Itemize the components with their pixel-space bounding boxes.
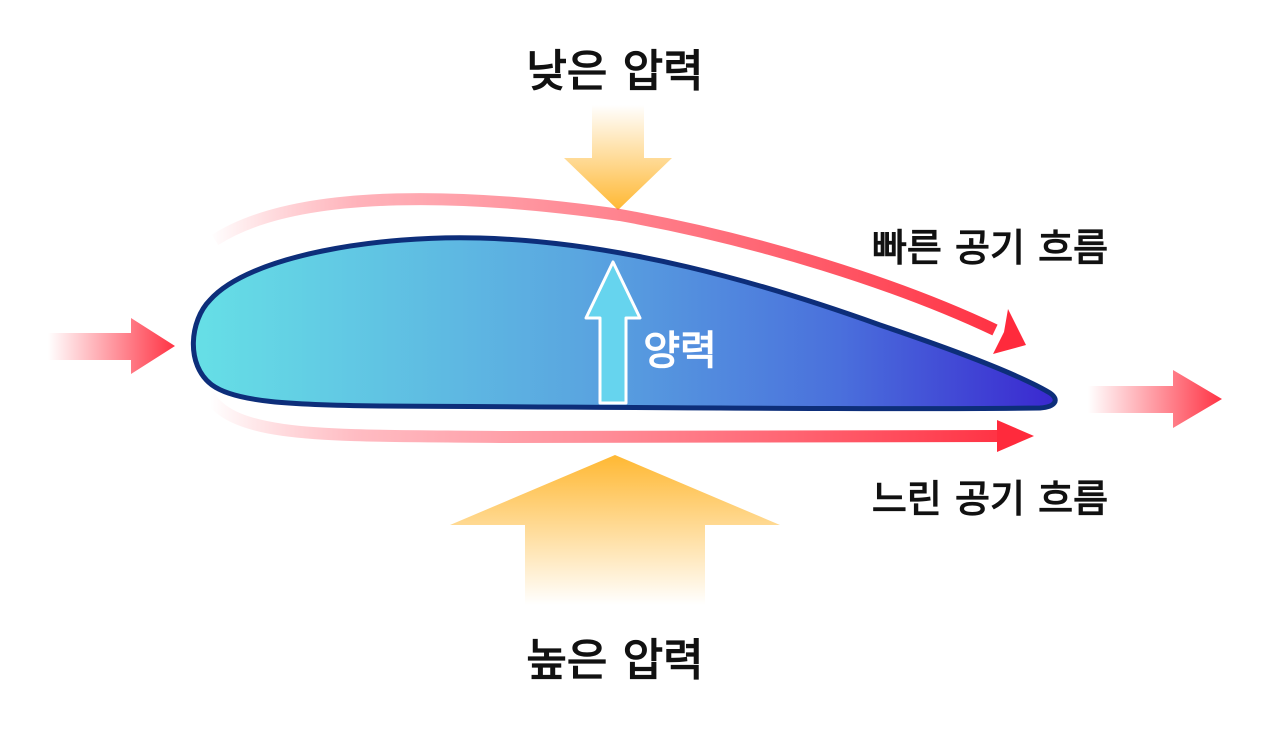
fast-airflow-label: 빠른 공기 흐름 bbox=[872, 226, 1108, 270]
incoming-airflow-arrow bbox=[48, 318, 175, 374]
high-pressure-label: 높은 압력 bbox=[526, 635, 703, 686]
slow-airflow-label: 느린 공기 흐름 bbox=[872, 477, 1108, 521]
low-pressure-label: 낮은 압력 bbox=[526, 46, 703, 97]
slow-airflow-arrowhead bbox=[997, 420, 1034, 452]
lift-arrow bbox=[584, 260, 642, 405]
outgoing-airflow-arrow bbox=[1088, 370, 1222, 428]
fast-airflow-arrowhead bbox=[993, 309, 1026, 354]
slow-airflow-line bbox=[201, 389, 1001, 444]
lift-label: 양력 bbox=[643, 328, 717, 374]
fast-airflow-line bbox=[211, 193, 998, 336]
high-pressure-arrow bbox=[450, 455, 780, 605]
low-pressure-arrow bbox=[564, 105, 672, 210]
